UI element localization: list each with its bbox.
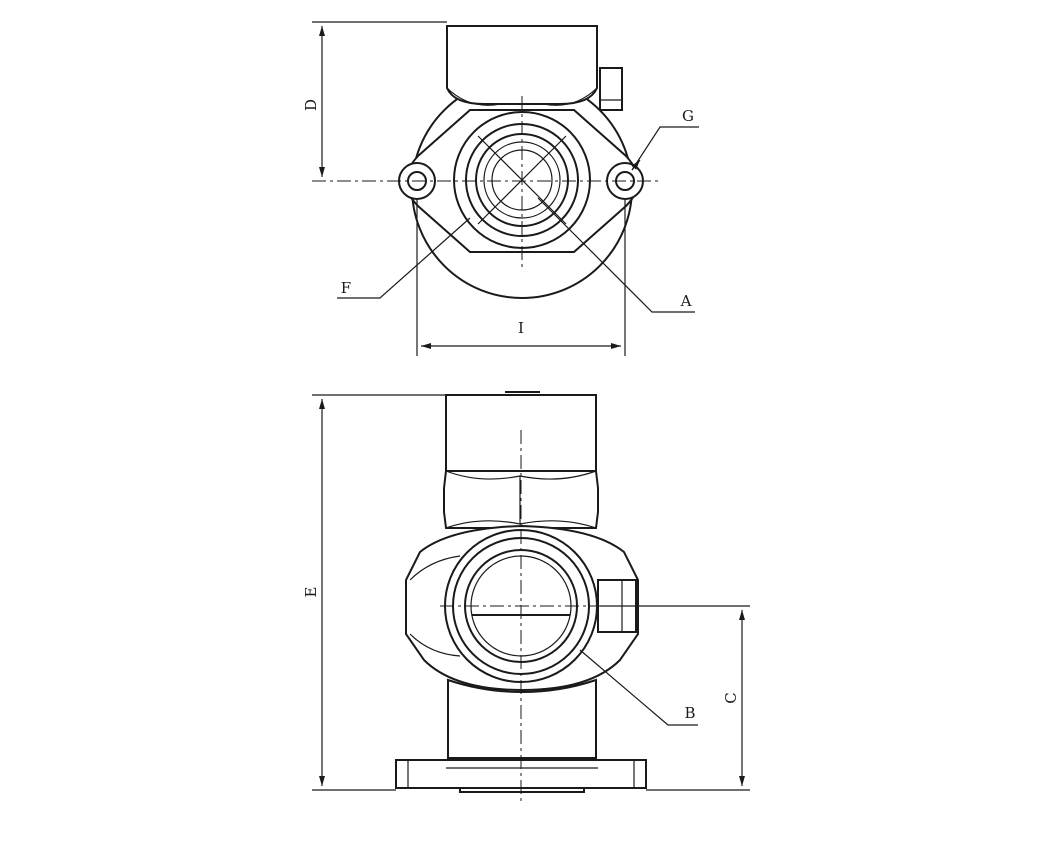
- top-handle-stub: [599, 67, 623, 111]
- top-view: [312, 25, 660, 299]
- top-dimensions: D I G F A: [302, 21, 699, 356]
- top-upper-boss: [446, 25, 598, 105]
- front-neck: [447, 678, 597, 759]
- leader-b: [579, 649, 698, 726]
- label-f: F: [341, 279, 351, 297]
- leader-g: [631, 126, 699, 171]
- leader-a: [537, 197, 695, 313]
- label-i: I: [518, 319, 524, 337]
- leader-f: [337, 217, 471, 299]
- front-dimensions: E C B: [302, 394, 750, 791]
- label-b: B: [684, 704, 695, 722]
- label-g: G: [682, 107, 694, 125]
- label-a: A: [680, 292, 692, 310]
- front-view: [395, 391, 647, 805]
- label-d: D: [302, 99, 320, 111]
- label-c: C: [722, 692, 740, 703]
- label-e: E: [302, 587, 320, 598]
